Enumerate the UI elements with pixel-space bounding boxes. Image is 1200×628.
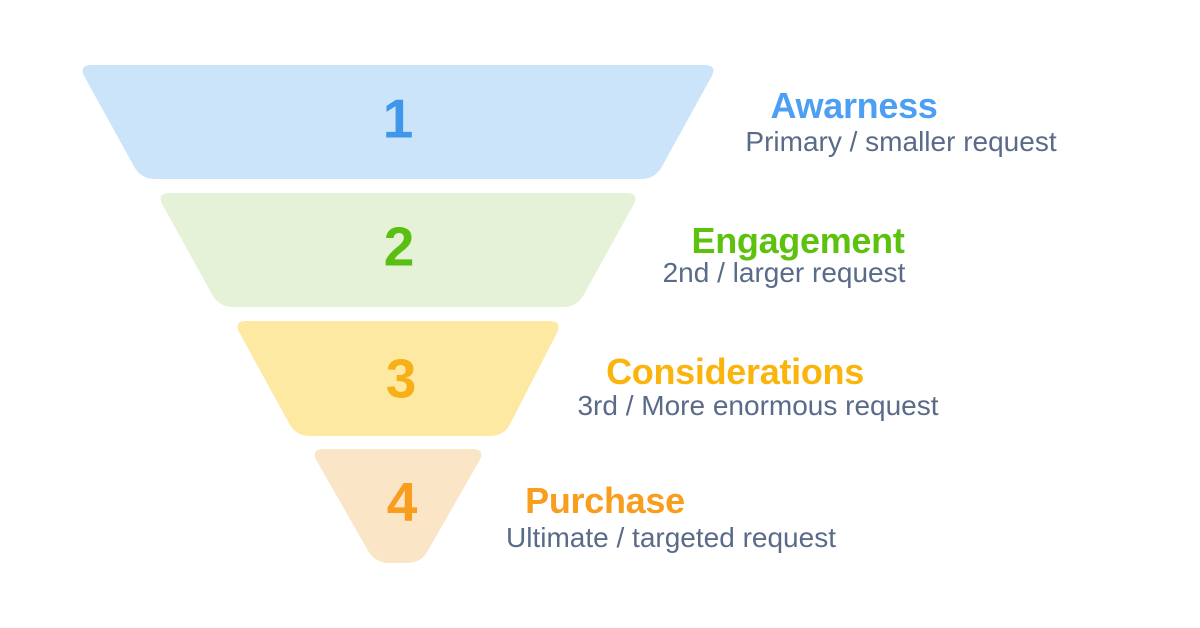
tier-3-shape	[237, 321, 559, 436]
tier-4-subtitle: Ultimate / targeted request	[506, 522, 836, 553]
tier-1-title: Awarness	[770, 85, 938, 126]
tier-3-number: 3	[385, 347, 417, 410]
tier-1-subtitle: Primary / smaller request	[745, 126, 1057, 157]
tier-3-subtitle: 3rd / More enormous request	[577, 390, 939, 421]
tier-2-shape	[160, 193, 636, 307]
tier-4-number: 4	[386, 470, 418, 533]
tier-2-subtitle: 2nd / larger request	[662, 257, 906, 288]
tier-3-title: Considerations	[606, 351, 864, 392]
tier-2-number: 2	[383, 215, 415, 278]
tier-1-shape	[82, 65, 714, 179]
tier-2-title: Engagement	[691, 220, 905, 261]
tier-1-number: 1	[382, 87, 414, 150]
tier-4-title: Purchase	[525, 480, 685, 521]
tier-4-shape	[314, 449, 482, 563]
